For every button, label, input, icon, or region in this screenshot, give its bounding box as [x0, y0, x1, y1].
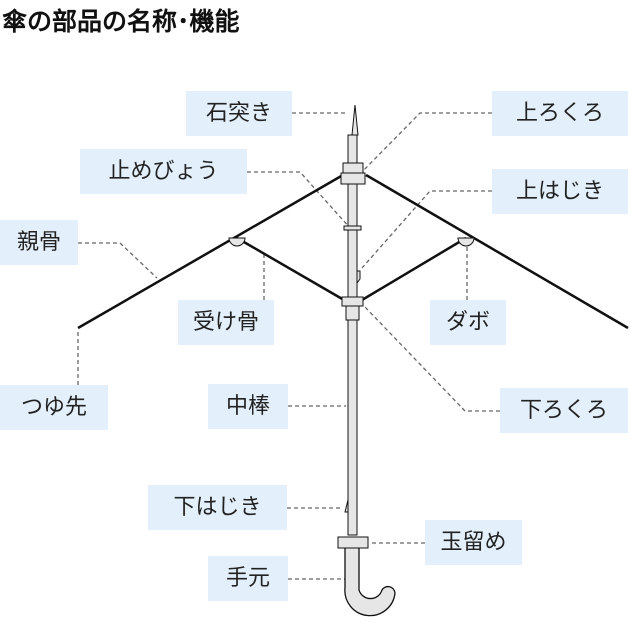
shita-rokuro-sleeve	[345, 305, 360, 321]
rib-left	[77, 173, 344, 330]
label-shita-hajiki: 下はじき	[148, 485, 287, 530]
leader-oyabone	[78, 242, 158, 279]
stretcher-left	[236, 236, 345, 302]
leader-ue-hajiki	[361, 190, 492, 269]
leader-tomebyou	[247, 171, 351, 229]
ue-rokuro-base	[340, 172, 366, 185]
umbrella	[77, 104, 629, 617]
shaft	[347, 134, 358, 536]
dabo-left	[228, 237, 246, 247]
shita-hajiki	[344, 499, 349, 513]
shita-rokuro	[341, 296, 364, 307]
label-temoto: 手元	[208, 556, 288, 601]
label-tomebyou: 止めびょう	[80, 149, 247, 194]
handle	[344, 544, 396, 617]
label-nakabou: 中棒	[208, 384, 288, 429]
rib-right	[365, 173, 629, 330]
ue-rokuro	[342, 162, 364, 174]
label-tsuyusaki: つゆ先	[0, 385, 108, 430]
label-shita-rokuro: 下ろくろ	[500, 388, 628, 433]
label-ishizuki: 石突き	[186, 91, 292, 136]
leader-shita-rokuro	[363, 305, 500, 412]
leader-ue-rokuro	[357, 112, 492, 177]
tomebyou	[343, 225, 362, 231]
ishizuki-tip	[351, 104, 359, 136]
leader-lines	[77, 112, 500, 580]
label-ue-rokuro: 上ろくろ	[492, 91, 628, 136]
label-oyabone: 親骨	[0, 220, 78, 265]
page-title: 傘の部品の名称･機能	[2, 7, 240, 36]
dabo-right	[457, 237, 475, 247]
label-tamadome: 玉留め	[425, 520, 522, 565]
label-dabo: ダボ	[430, 300, 506, 345]
label-ue-hajiki: 上はじき	[492, 169, 628, 214]
ue-hajiki	[356, 270, 361, 285]
stretcher-right	[361, 236, 467, 302]
tamadome	[337, 536, 369, 549]
label-ukebone: 受け骨	[178, 300, 274, 345]
